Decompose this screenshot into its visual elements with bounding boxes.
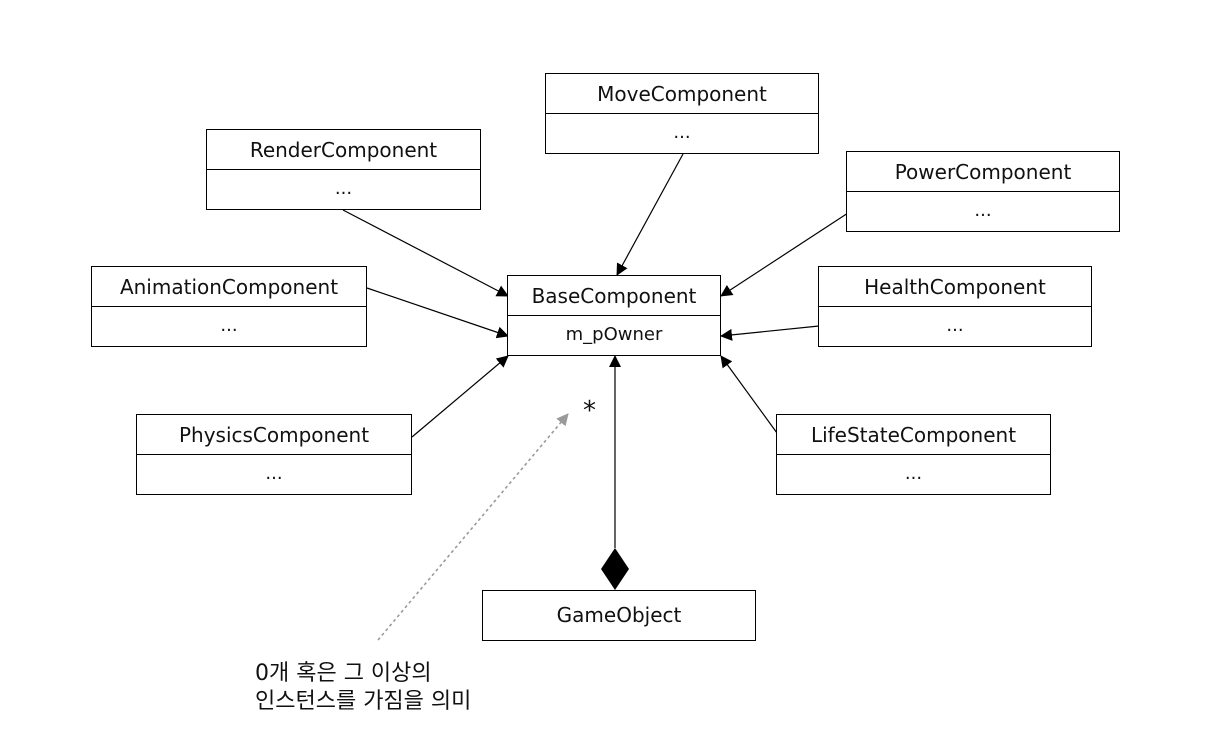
- class-name: HealthComponent: [819, 267, 1091, 307]
- class-attributes: ...: [673, 122, 691, 143]
- base-component-box: BaseComponent m_pOwner: [507, 275, 721, 356]
- class-name: LifeStateComponent: [777, 415, 1050, 455]
- arrow-move-to-base: [616, 153, 684, 276]
- arrow-animation-to-base: [366, 287, 509, 339]
- class-name: MoveComponent: [546, 74, 818, 114]
- physics-component-box: PhysicsComponent ...: [136, 414, 412, 495]
- arrow-physics-to-base: [411, 355, 509, 438]
- class-name: RenderComponent: [207, 130, 480, 170]
- class-attributes: ...: [946, 315, 964, 336]
- move-component-box: MoveComponent ...: [545, 73, 819, 154]
- class-attributes: ...: [974, 200, 992, 221]
- class-attributes: m_pOwner: [565, 324, 663, 345]
- power-component-box: PowerComponent ...: [846, 151, 1120, 232]
- class-name: PhysicsComponent: [137, 415, 411, 455]
- class-name: BaseComponent: [508, 276, 720, 316]
- health-component-box: HealthComponent ...: [818, 266, 1092, 347]
- multiplicity-label: *: [583, 396, 596, 426]
- note-arrow: [377, 413, 569, 641]
- class-attributes: ...: [220, 315, 238, 336]
- render-component-box: RenderComponent ...: [206, 129, 481, 210]
- note-line-2: 인스턴스를 가짐을 의미: [255, 689, 472, 714]
- composition-diamond: [601, 548, 629, 590]
- gameobject-box: GameObject: [482, 590, 756, 641]
- class-name: PowerComponent: [847, 152, 1119, 192]
- note-line-1: 0개 혹은 그 이상의: [255, 661, 432, 686]
- arrow-render-to-base: [342, 209, 509, 297]
- arrow-health-to-base: [720, 325, 820, 341]
- class-name: GameObject: [556, 603, 682, 627]
- lifestate-component-box: LifeStateComponent ...: [776, 414, 1051, 495]
- note-text: 0개 혹은 그 이상의 인스턴스를 가짐을 의미: [255, 660, 471, 716]
- class-attributes: ...: [334, 178, 353, 199]
- animation-component-box: AnimationComponent ...: [91, 266, 367, 347]
- arrow-power-to-base: [720, 212, 849, 297]
- arrow-lifestate-to-base: [720, 355, 778, 434]
- class-attributes: ...: [265, 463, 283, 484]
- class-name: AnimationComponent: [92, 267, 366, 307]
- class-attributes: ...: [904, 463, 923, 484]
